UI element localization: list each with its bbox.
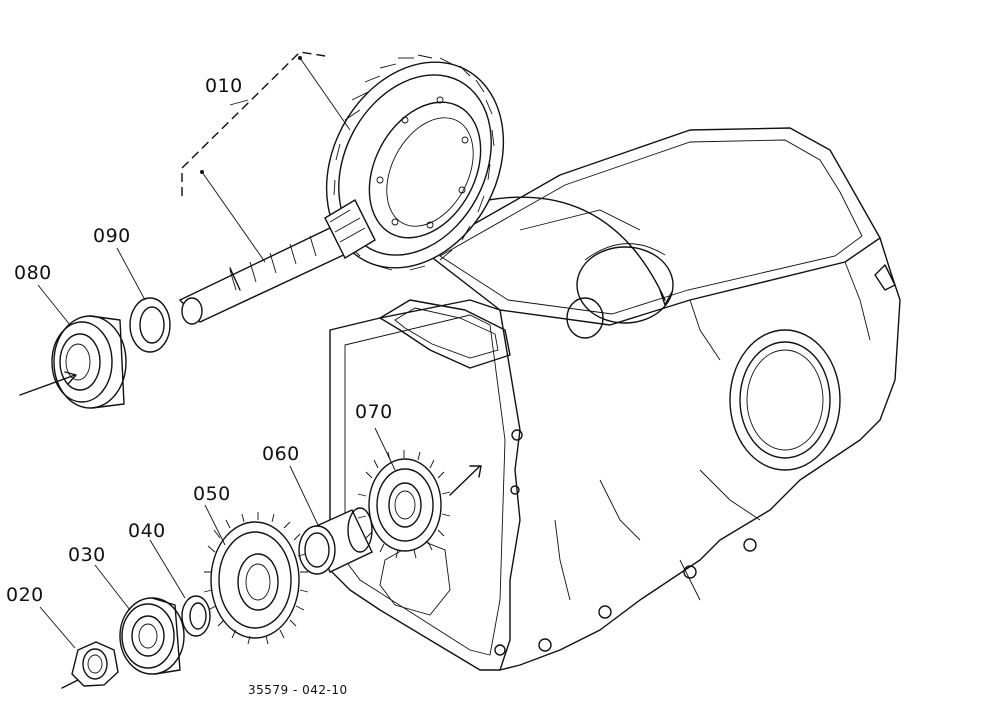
washer-040: [181, 595, 211, 637]
label-020: 020: [6, 584, 44, 606]
drawing-code: 35579 - 042-10: [248, 683, 348, 697]
label-030: 030: [68, 544, 106, 566]
sleeve-060: [298, 507, 373, 575]
label-080: 080: [14, 262, 52, 284]
label-090: 090: [93, 225, 131, 247]
label-050: 050: [193, 483, 231, 505]
nut-020: [71, 641, 119, 687]
insertion-arrow: [487, 196, 666, 301]
gear-050: [203, 512, 309, 645]
label-040: 040: [128, 520, 166, 542]
ring-gear-pinion-assembly: [178, 54, 505, 325]
assembly-bracket: [181, 51, 326, 196]
bearing-080: [51, 315, 127, 409]
leader-010b: [201, 171, 266, 263]
transmission-case: [329, 127, 901, 671]
shim-washer-090: [129, 297, 171, 353]
label-070: 070: [355, 401, 393, 423]
label-060: 060: [262, 443, 300, 465]
bearing-030: [119, 597, 185, 675]
gear-070: [357, 450, 451, 559]
label-010: 010: [205, 75, 243, 97]
leader-010a: [299, 57, 351, 131]
